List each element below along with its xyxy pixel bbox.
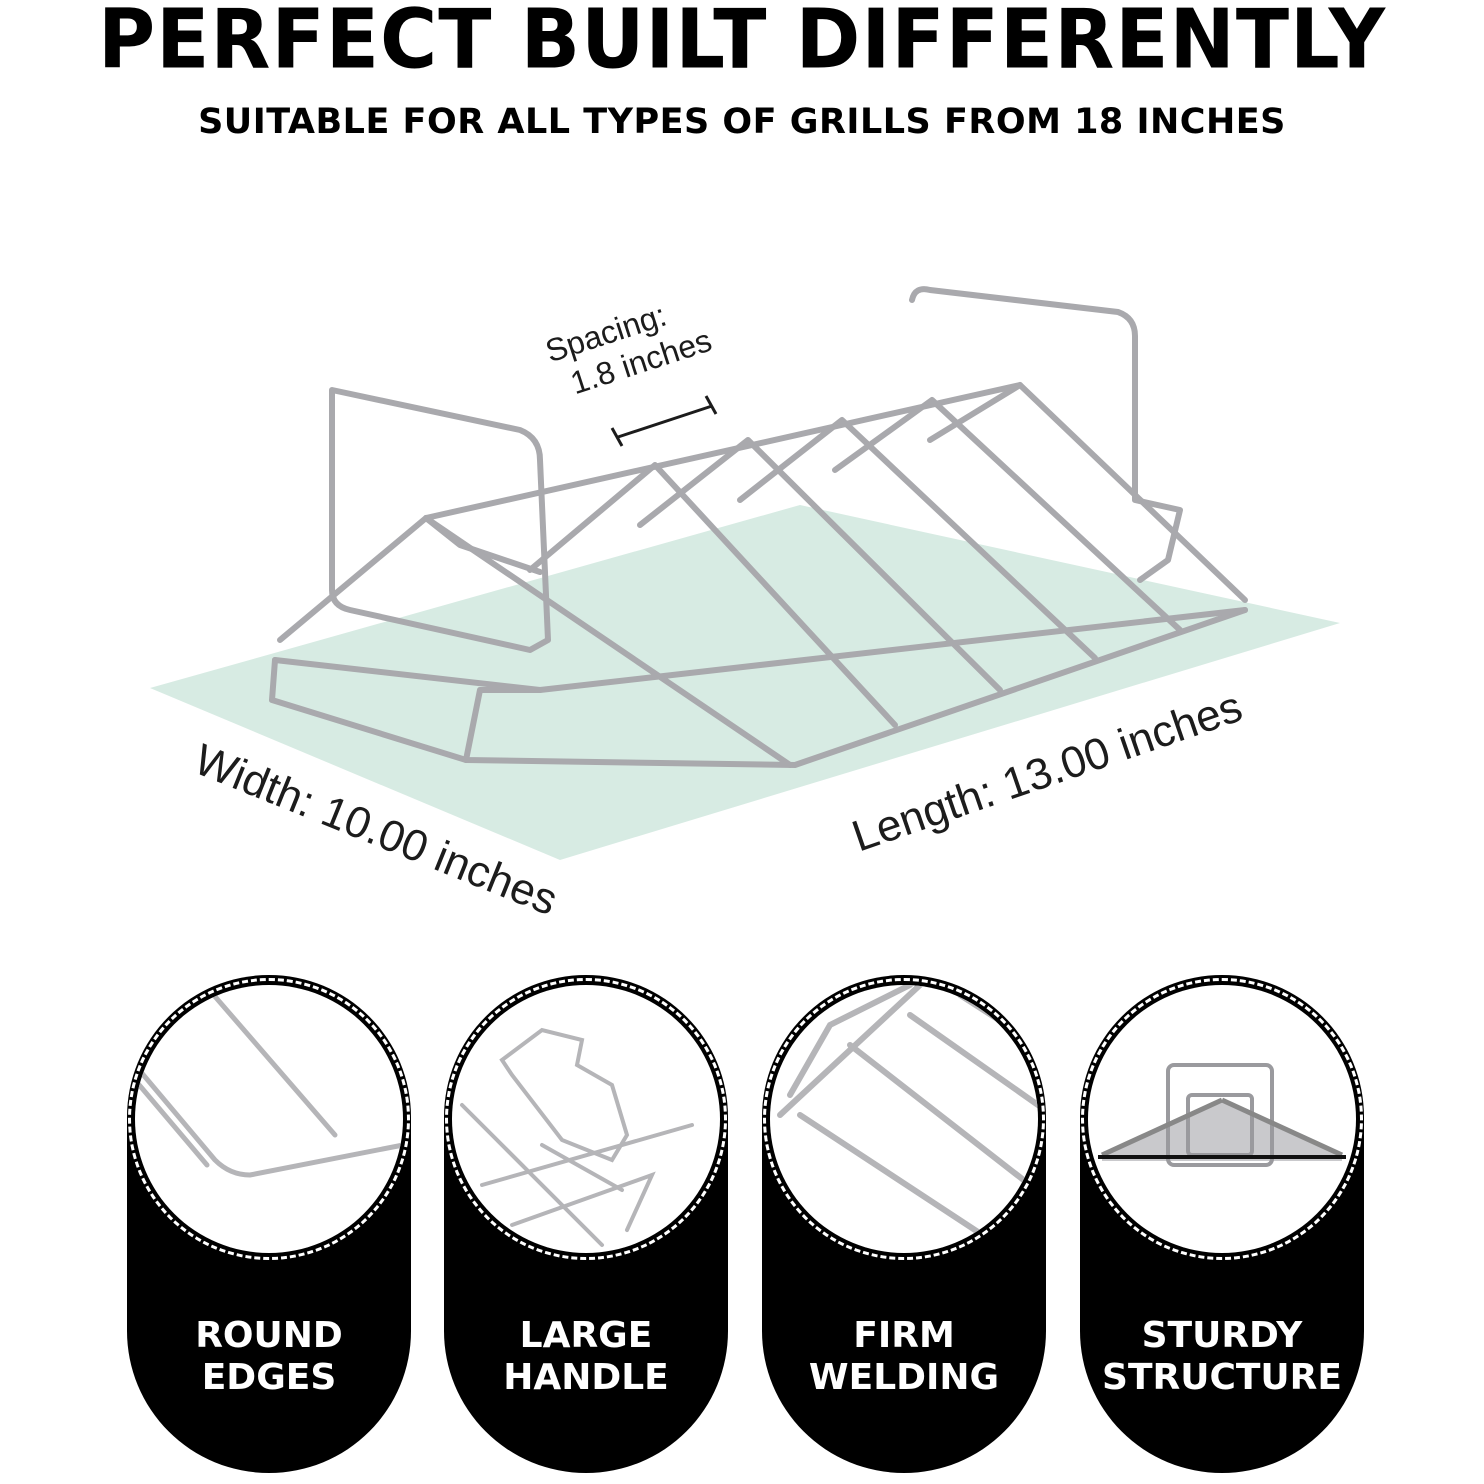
right-handle [909,286,1183,583]
feature-card-round-edges: ROUND EDGES [127,975,411,1473]
page-subtitle: SUITABLE FOR ALL TYPES OF GRILLS FROM 18… [198,102,1286,142]
feature-label-line1: LARGE [519,1315,653,1356]
feature-card-firm-welding: FIRM WELDING [762,975,1046,1473]
round-edges-detail-image [128,978,410,1260]
front-rail [537,607,1248,693]
sturdy-structure-detail-icon [1098,1063,1346,1167]
feature-cards: ROUND EDGES LARGE HANDLE [0,975,1484,1475]
rib-5 [737,417,1098,661]
feature-label: LARGE HANDLE [444,1315,728,1399]
feature-label-line1: STURDY [1141,1315,1303,1356]
feature-label: ROUND EDGES [127,1315,411,1399]
sturdy-structure-detail-image [1081,978,1363,1260]
firm-welding-detail-icon [777,985,1038,1253]
feature-card-large-handle: LARGE HANDLE [444,975,728,1473]
spacing-indicator [610,395,718,447]
large-handle-detail-image [445,978,727,1260]
grill-mat [150,505,1340,860]
base-left [269,657,469,763]
feature-label: FIRM WELDING [762,1315,1046,1399]
base-front [272,607,1248,768]
feature-label-line2: HANDLE [503,1357,669,1398]
back-rail [423,382,1023,521]
feature-label-line2: EDGES [201,1357,337,1398]
feature-label-line2: STRUCTURE [1102,1357,1342,1398]
feature-label: STURDY STRUCTURE [1080,1315,1364,1399]
rib-4 [637,437,1003,693]
feature-label-line1: ROUND [195,1315,343,1356]
rib-6 [832,397,1183,633]
feature-card-sturdy-structure: STURDY STRUCTURE [1080,975,1364,1473]
firm-welding-detail-image [763,978,1045,1260]
round-edges-detail-icon [135,985,403,1178]
feature-label-line2: WELDING [808,1357,1000,1398]
rib-2 [423,515,793,768]
large-handle-detail-icon [460,1027,694,1247]
rib-rack-illustration [150,286,1340,860]
feature-label-line1: FIRM [853,1315,955,1356]
page-title: PERFECT BUILT DIFFERENTLY [97,0,1387,88]
